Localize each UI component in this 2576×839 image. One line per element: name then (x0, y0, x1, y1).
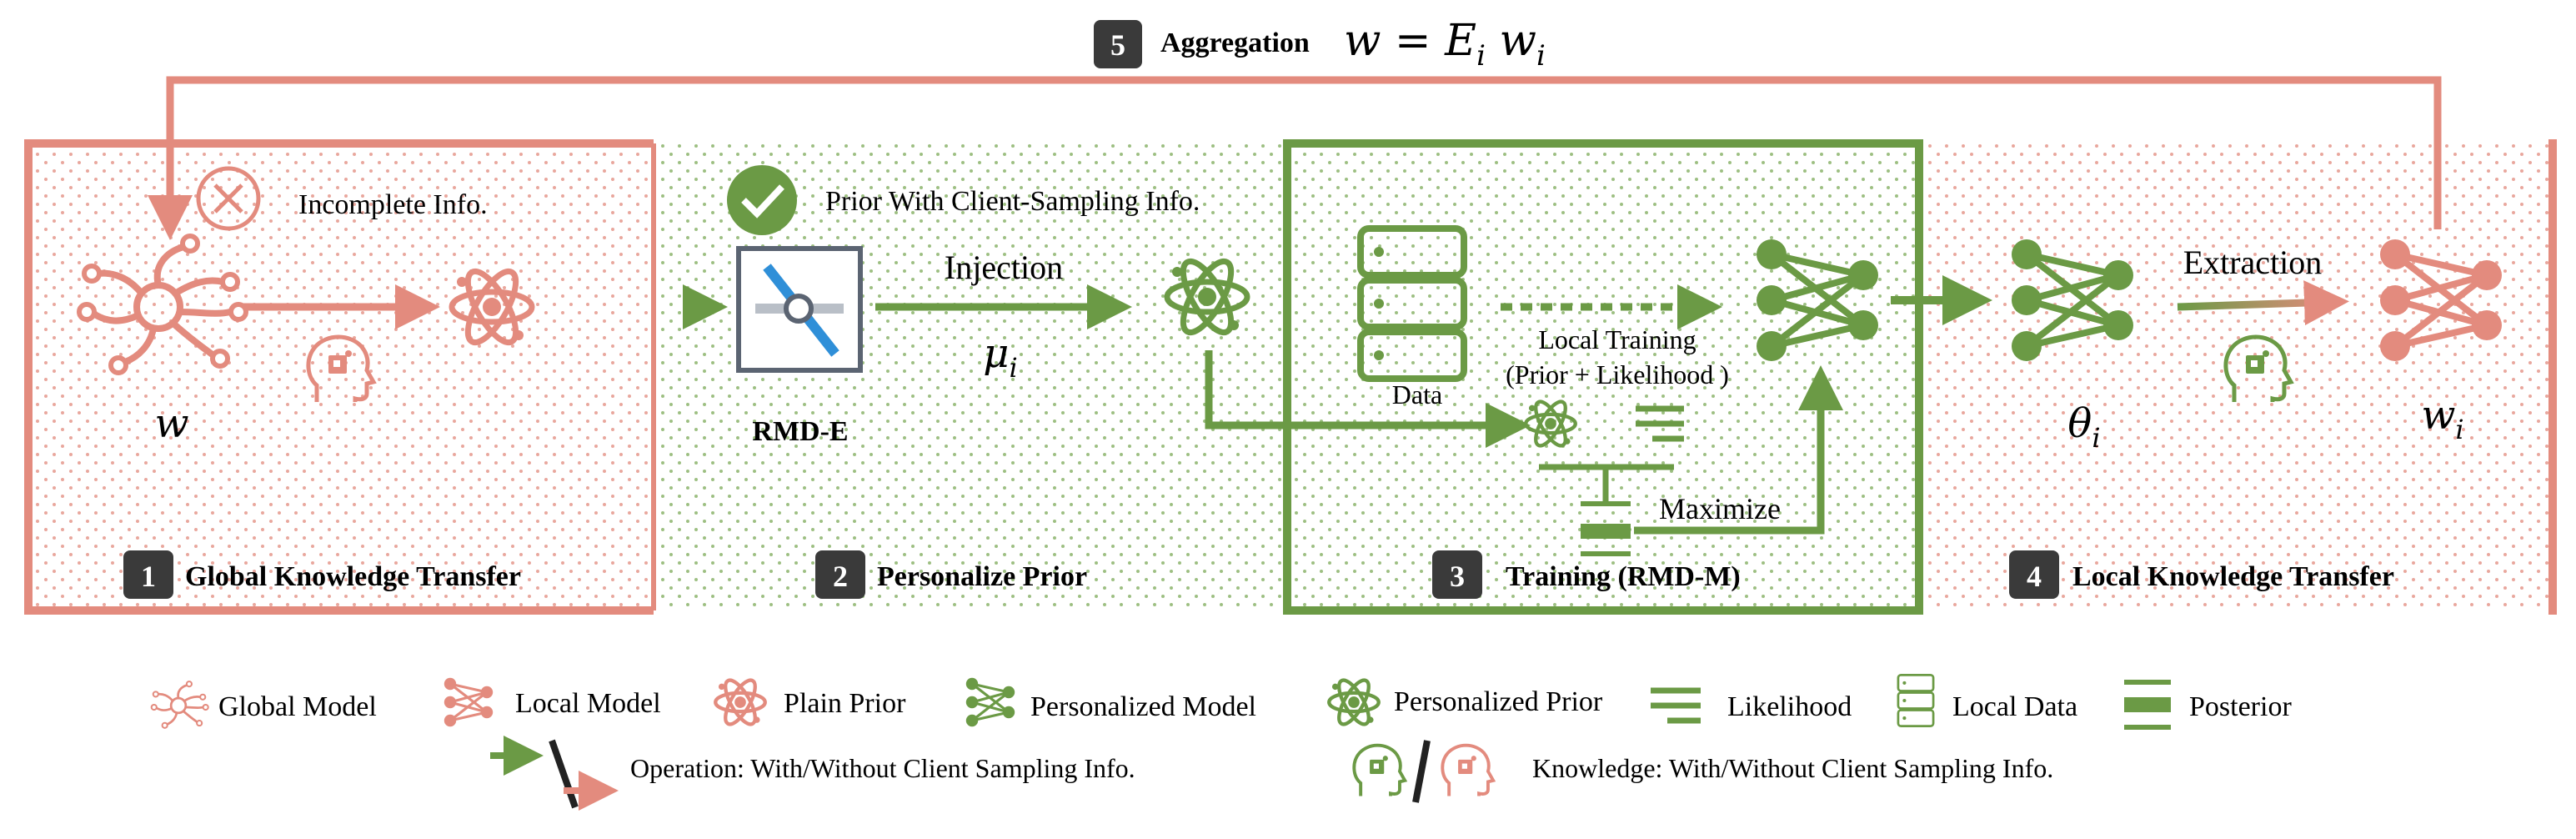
step-1-badge (123, 550, 173, 599)
posterior-icon (1581, 501, 1631, 556)
maximize-label: Maximize (1659, 492, 1781, 525)
aggregation-loop (148, 76, 2442, 240)
legend-personalized-model: Personalized Model (1030, 691, 1256, 722)
local-weight-symbol: wi (2421, 392, 2463, 445)
likelihood-icon (1636, 405, 1684, 442)
svg-text:3: 3 (1450, 560, 1465, 593)
stage-4-title: Local Knowledge Transfer (2072, 561, 2394, 592)
data-label: Data (1392, 379, 1442, 409)
prior-info-label: Prior With Client-Sampling Info. (825, 186, 1200, 217)
prior-likelihood-label: (Prior + Likelihood ) (1506, 359, 1729, 389)
aggregation-formula: w = Ei wi (1344, 16, 1546, 73)
stage-3-training: Data Local Training (Prior + Likelihood … (1361, 229, 1878, 599)
injection-label: Injection (945, 249, 1063, 286)
extraction-label: Extraction (2183, 244, 2323, 281)
svg-text:5: 5 (1110, 28, 1125, 62)
check-icon (727, 165, 797, 235)
global-weight-symbol: w (154, 400, 188, 447)
aggregation-header: 5 Aggregation w = Ei wi (1094, 16, 1546, 73)
legend-plain-prior: Plain Prior (784, 688, 906, 719)
legend-likelihood: Likelihood (1727, 691, 1852, 722)
legend: Global Model Local Model Plain Prior Per… (150, 674, 2292, 811)
mu-symbol: μi (983, 330, 1017, 384)
legend-global-model: Global Model (218, 691, 377, 722)
legend-local-data: Local Data (1952, 691, 2077, 722)
legend-operation-arrows-icon (490, 736, 619, 811)
legend-local-model: Local Model (515, 688, 661, 719)
stage-3-title: Training (RMD-M) (1506, 561, 1741, 592)
svg-text:4: 4 (2027, 560, 2042, 593)
rmd-e-icon (736, 246, 863, 373)
legend-personalized-prior: Personalized Prior (1394, 686, 1603, 717)
stage-1-title: Global Knowledge Transfer (185, 561, 521, 592)
legend-likelihood-icon (1651, 687, 1701, 724)
legend-personalized-prior-icon (1329, 676, 1379, 729)
rmd-e-label: RMD-E (752, 416, 848, 447)
step-2-badge (815, 550, 865, 599)
stage-2-title: Personalize Prior (877, 561, 1087, 592)
stage-2-personalize-prior: Prior With Client-Sampling Info. RMD-E I… (727, 165, 1531, 599)
legend-local-data-icon (1897, 674, 1935, 727)
panel-frames (24, 139, 2557, 615)
legend-personalized-model-icon (965, 676, 1016, 728)
legend-global-model-icon (150, 680, 210, 730)
legend-local-model-icon (443, 676, 494, 728)
svg-text:2: 2 (833, 560, 848, 593)
theta-symbol: θi (2067, 400, 2100, 454)
legend-knowledge-with-icon (1352, 743, 1407, 798)
legend-knowledge: Knowledge: With/Without Client Sampling … (1532, 753, 2053, 783)
legend-plain-prior-icon (715, 676, 765, 729)
cross-icon (196, 166, 261, 231)
stage-1-global-knowledge-transfer: Incomplete Info. w 1 Global Knowledge Tr… (79, 166, 532, 599)
step-3-badge (1432, 550, 1482, 599)
step-4-badge (2009, 550, 2059, 599)
step-5-badge (1094, 20, 1142, 68)
stage-4-local-knowledge-transfer: Extraction θi wi 4 Local Knowledge Trans… (2009, 239, 2502, 599)
legend-operation: Operation: With/Without Client Sampling … (630, 753, 1135, 783)
aggregation-label: Aggregation (1160, 28, 1310, 58)
incomplete-info-label: Incomplete Info. (298, 189, 488, 220)
legend-posterior-icon (2124, 680, 2171, 730)
legend-posterior: Posterior (2189, 691, 2292, 722)
svg-text:1: 1 (141, 560, 156, 593)
legend-knowledge-without-icon (1441, 743, 1496, 798)
local-training-label: Local Training (1538, 324, 1696, 354)
